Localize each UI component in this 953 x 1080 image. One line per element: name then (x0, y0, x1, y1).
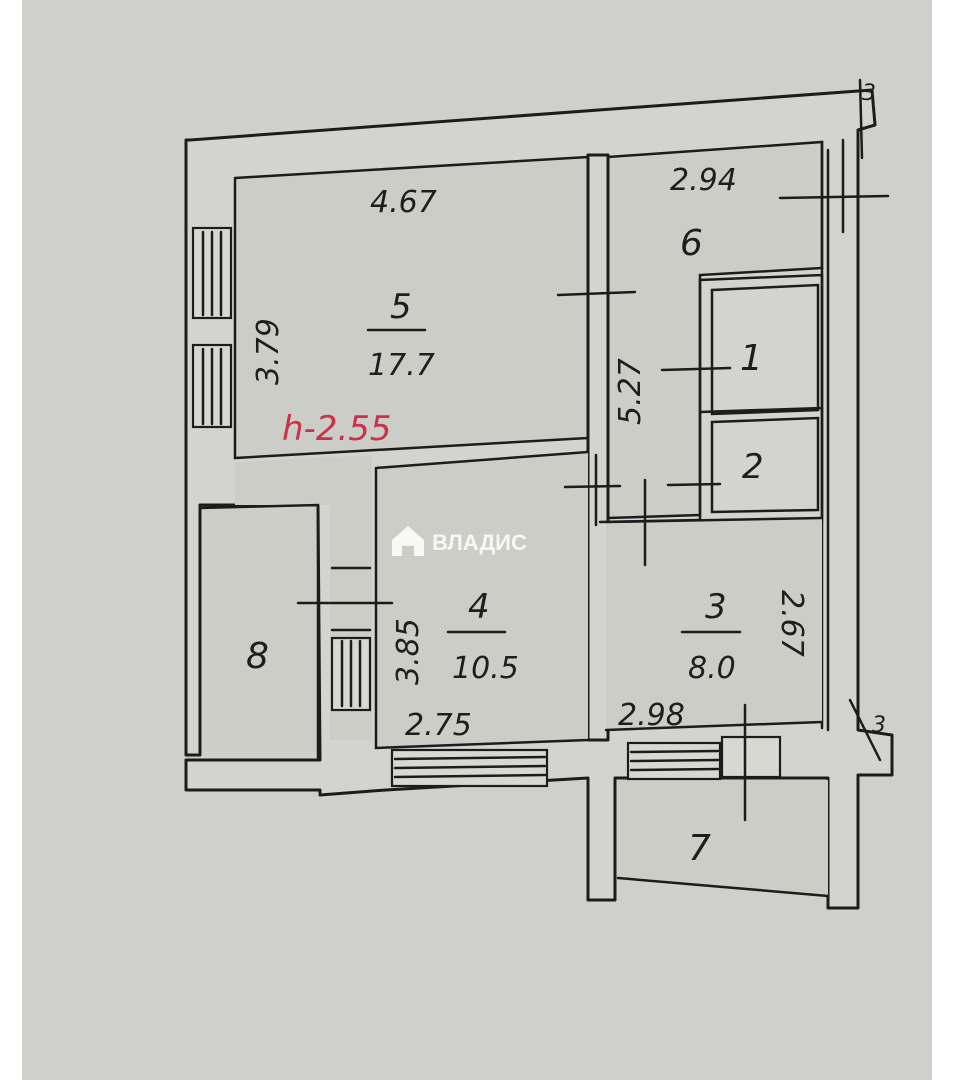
left-window-upper (191, 226, 233, 320)
watermark: ВЛАДИС (392, 526, 527, 556)
dim-room5-width: 4.67 (370, 185, 437, 220)
dim-room5-depth: 3.79 (251, 318, 286, 385)
left-window-lower (191, 343, 233, 429)
wall-1-2 (698, 406, 824, 414)
dim-room6-depth: 5.27 (613, 358, 648, 425)
room-4-label: 4 10.5 (446, 587, 519, 686)
room-5-floor (235, 157, 588, 458)
hall-window (330, 566, 372, 712)
corner-mark-bottom: 3 (872, 713, 886, 738)
partition-wall-5-6 (586, 153, 610, 742)
dim-room6-width: 2.94 (670, 163, 737, 198)
room-2-outline (710, 416, 820, 514)
room-6-floor (608, 142, 822, 518)
room-6-number: 6 (680, 223, 703, 264)
room-4-number: 4 (468, 587, 490, 627)
bottom-door-right (720, 703, 782, 822)
dim-room4-depth: 3.85 (391, 618, 426, 685)
ceiling-height: h-2.55 (282, 409, 392, 449)
room-5-area: 17.7 (368, 348, 435, 383)
room-5-label: 5 17.7 (366, 287, 435, 383)
dimension-ticks (296, 78, 890, 762)
dim-room3-depth: 2.67 (774, 590, 809, 657)
room-4-outline (374, 450, 590, 750)
room-8-floor (205, 508, 316, 752)
room-5-outline (233, 155, 590, 460)
room-8-number: 8 (246, 636, 269, 677)
room-5-number: 5 (390, 287, 412, 327)
room-3-floor (606, 518, 822, 730)
room-7-number: 7 (688, 828, 711, 869)
dim-room4-width: 2.75 (405, 708, 472, 743)
room-3-number: 3 (705, 587, 727, 627)
room-3-area: 8.0 (688, 651, 736, 686)
room-7-edge (616, 876, 830, 898)
room-8-outline (198, 503, 320, 762)
room-2-number: 2 (742, 447, 764, 487)
room-7-floor (618, 780, 828, 895)
room-1-outline (710, 283, 820, 416)
bottom-window-left (390, 748, 549, 788)
room-4-floor (376, 452, 588, 748)
house-logo-icon (392, 526, 424, 556)
room-3-label: 3 8.0 (680, 587, 742, 686)
room-6-outline (606, 140, 824, 520)
watermark-text: ВЛАДИС (432, 530, 527, 555)
dim-room3-width: 2.98 (618, 698, 685, 733)
room-1-number: 1 (740, 338, 763, 379)
corner-mark-top: 3 (862, 81, 876, 106)
bottom-window-right (626, 741, 722, 781)
room-4-area: 10.5 (452, 651, 519, 686)
